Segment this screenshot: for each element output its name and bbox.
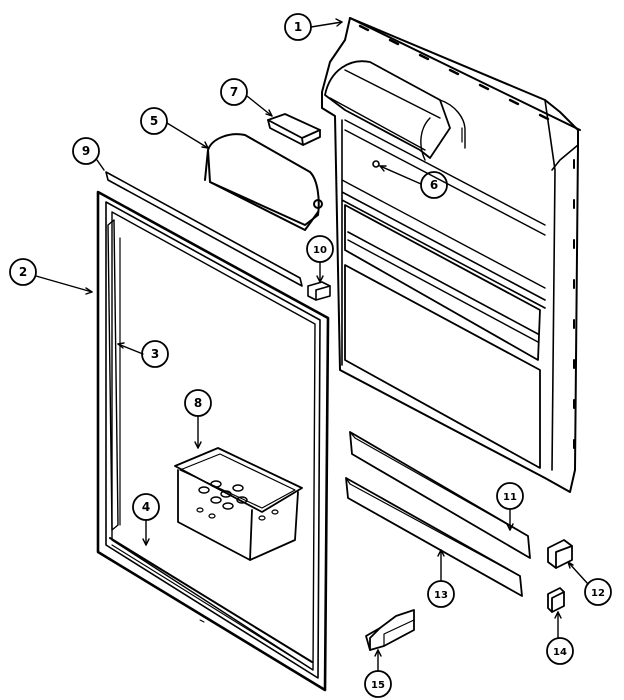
trim-strip-9 <box>105 171 303 287</box>
callout-2-label: 2 <box>19 265 27 279</box>
callout-15-label: 15 <box>371 680 385 691</box>
callout-14: 14 <box>546 637 574 665</box>
trim-strip-11 <box>349 431 531 559</box>
callout-6-label: 6 <box>430 178 438 192</box>
callout-6: 6 <box>420 171 448 199</box>
callout-11-label: 11 <box>503 492 517 503</box>
callout-8: 8 <box>184 389 212 417</box>
callout-10-label: 10 <box>313 245 327 256</box>
callout-3: 3 <box>141 340 169 368</box>
end-cap-10 <box>307 281 331 301</box>
callout-1: 1 <box>284 13 312 41</box>
egg-bin <box>174 447 303 561</box>
callout-9: 9 <box>72 137 100 165</box>
callout-5: 5 <box>140 107 168 135</box>
callout-12-label: 12 <box>591 588 605 599</box>
end-cap-12 <box>547 539 573 569</box>
callout-1-label: 1 <box>294 20 302 34</box>
callout-9-label: 9 <box>82 144 90 158</box>
callout-7-label: 7 <box>230 85 238 99</box>
clip-part-7 <box>267 113 321 146</box>
callout-15: 15 <box>364 670 392 698</box>
callout-5-label: 5 <box>150 114 158 128</box>
trim-strip-13 <box>345 477 523 597</box>
callout-11: 11 <box>496 482 524 510</box>
callout-8-label: 8 <box>194 396 202 410</box>
door-liner <box>321 17 581 493</box>
dairy-door <box>204 133 323 231</box>
callout-2: 2 <box>9 258 37 286</box>
callout-4-label: 4 <box>142 500 150 514</box>
callout-3-label: 3 <box>151 347 159 361</box>
callout-13: 13 <box>427 580 455 608</box>
door-panel <box>96 190 330 692</box>
leader-lines <box>35 18 589 672</box>
callout-10: 10 <box>306 235 334 263</box>
callout-13-label: 13 <box>434 590 448 601</box>
bracket-15 <box>365 609 415 651</box>
callout-14-label: 14 <box>553 647 567 658</box>
callout-7: 7 <box>220 78 248 106</box>
callout-12: 12 <box>584 578 612 606</box>
callout-4: 4 <box>132 493 160 521</box>
end-cap-14 <box>547 587 565 613</box>
